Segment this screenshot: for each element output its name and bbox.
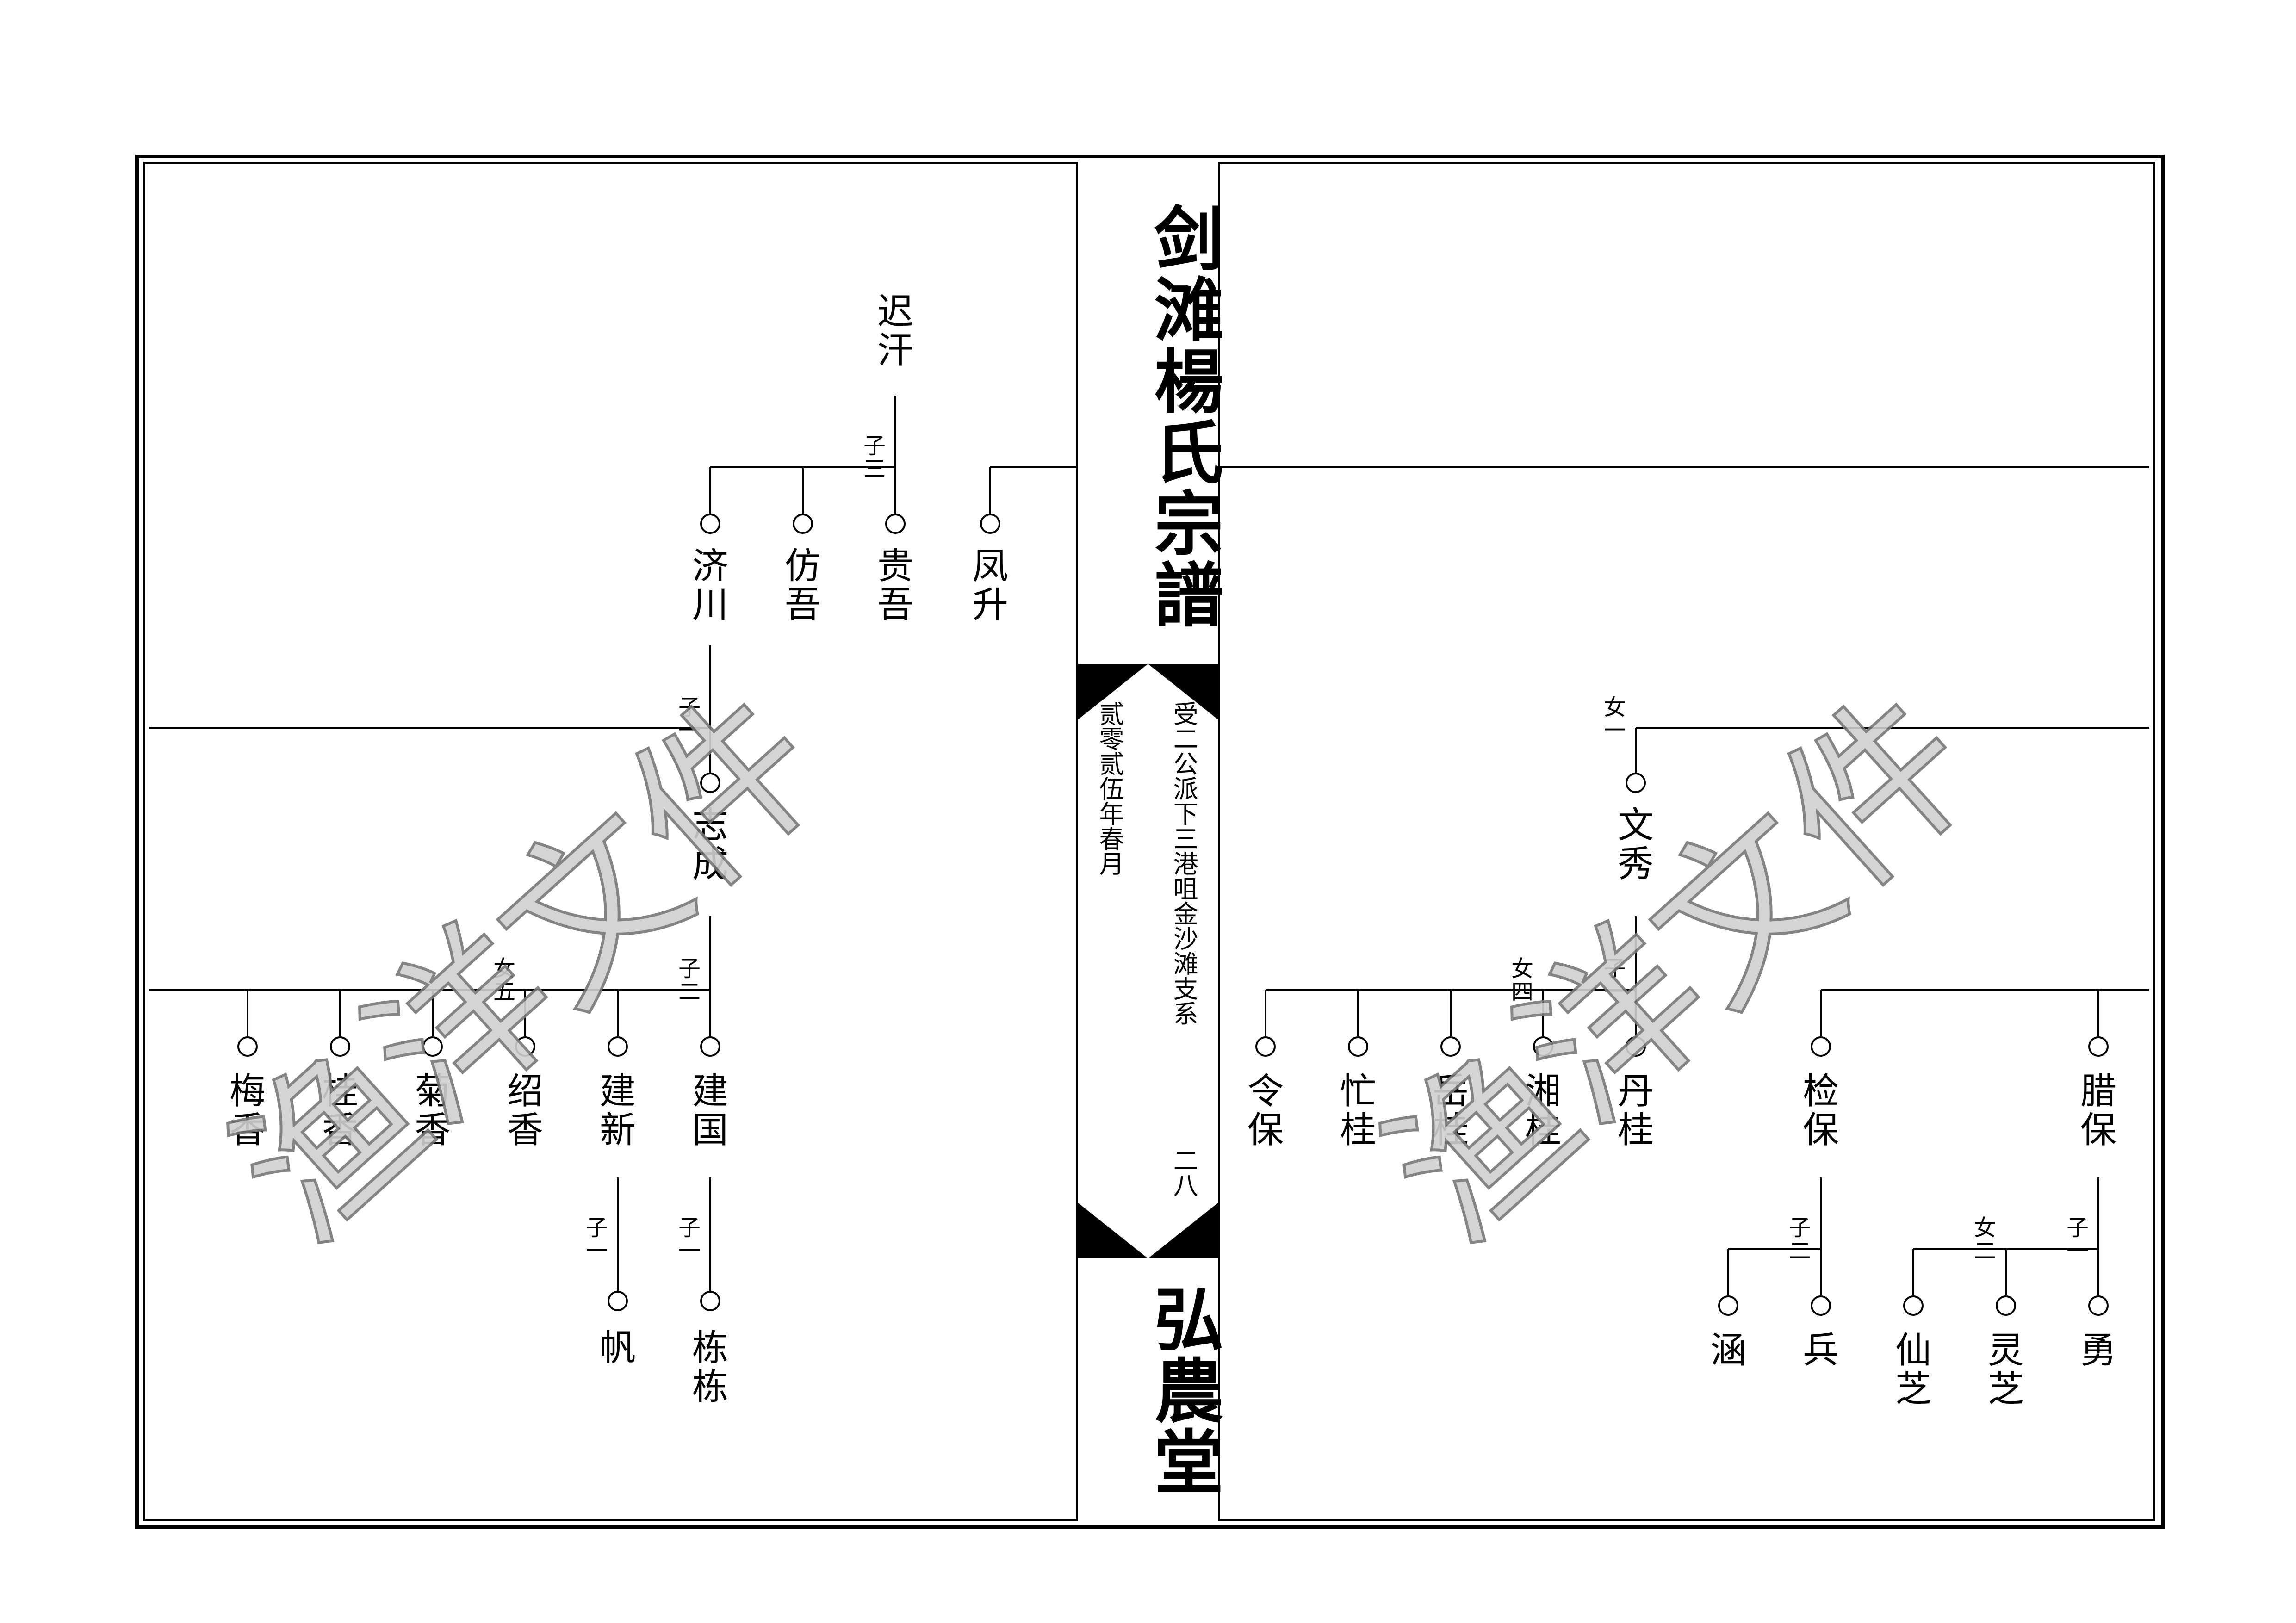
rel-jichuan-son: 子一	[678, 694, 701, 743]
name-zhicheng: 志成	[692, 805, 728, 885]
spine-hall-name: 弘農堂	[1142, 1283, 1224, 1497]
outer-border	[135, 155, 2165, 1529]
rel-wenxiu-daughters: 女四	[1511, 956, 1533, 1005]
name-jianxin: 建新	[600, 1071, 636, 1151]
node-meixiang	[237, 1036, 258, 1057]
name-xianggui: 湘桂	[1525, 1071, 1561, 1151]
rel-jianbao-sons: 子二	[1789, 1215, 1811, 1264]
name-juxiang: 菊香	[415, 1071, 451, 1151]
node-bing	[1811, 1295, 1831, 1316]
node-dongdong	[700, 1291, 720, 1311]
node-zhicheng	[700, 773, 720, 793]
node-yuegui	[1440, 1036, 1461, 1057]
node-shaoxiang	[515, 1036, 535, 1057]
spine-page-number: 二八	[1169, 1147, 1198, 1197]
node-fangwu	[793, 514, 813, 534]
node-fan	[608, 1291, 628, 1311]
node-guixiang	[330, 1036, 350, 1057]
name-shaoxiang: 绍香	[507, 1071, 543, 1151]
node-jianguo	[700, 1036, 720, 1057]
node-guiwu	[885, 514, 906, 534]
node-xianzhi	[1903, 1295, 1924, 1316]
name-manggui: 忙桂	[1340, 1071, 1376, 1151]
name-meixiang: 梅香	[230, 1071, 266, 1151]
name-yuegui: 岳桂	[1433, 1071, 1469, 1151]
name-guixiang: 桂香	[322, 1071, 358, 1151]
node-lingbao	[1255, 1036, 1276, 1057]
node-lingzhi	[1996, 1295, 2016, 1316]
node-juxiang	[422, 1036, 443, 1057]
node-jianxin	[608, 1036, 628, 1057]
name-lingbao: 令保	[1247, 1071, 1284, 1151]
rel-wenxiu-son: 子一	[1604, 956, 1626, 1005]
spine-title: 剑滩楊氏宗譜	[1142, 203, 1224, 630]
name-fangwu: 仿吾	[785, 545, 821, 626]
rel-labao-son: 子一	[2066, 1215, 2089, 1264]
rel-zhicheng-sons: 子二	[678, 956, 701, 1005]
node-han	[1718, 1295, 1738, 1316]
spine-divider-top	[1078, 664, 1218, 719]
name-lingzhi: 灵芝	[1988, 1330, 2024, 1410]
name-guiwu: 贵吾	[877, 545, 913, 626]
node-manggui	[1348, 1036, 1368, 1057]
name-han: 涵	[1710, 1330, 1746, 1371]
rel-labao-daughters: 女二	[1974, 1215, 1996, 1264]
name-wenxiu: 文秀	[1618, 805, 1654, 885]
name-dangui: 丹桂	[1618, 1071, 1654, 1151]
name-jianguo: 建国	[692, 1071, 728, 1151]
spine-date: 贰零贰伍年春月	[1095, 701, 1124, 876]
rel-top-daughter: 女一	[1604, 694, 1626, 743]
name-jianbao: 检保	[1803, 1071, 1839, 1151]
rel-jianguo-son: 子一	[678, 1215, 701, 1264]
name-fengsheng: 凤升	[972, 545, 1008, 626]
book-spine: 剑滩楊氏宗譜 受二公派下三港咀金沙滩支系 贰零贰伍年春月 二八 弘農堂	[1076, 162, 1224, 1521]
node-wenxiu	[1626, 773, 1646, 793]
spine-lineage: 受二公派下三港咀金沙滩支系	[1169, 701, 1198, 1026]
name-dongdong: 栋栋	[692, 1327, 728, 1408]
name-fan: 帆	[600, 1327, 636, 1369]
node-labao	[2088, 1036, 2109, 1057]
node-fengsheng	[980, 514, 1000, 534]
spine-divider-bottom	[1078, 1203, 1218, 1258]
rel-chigan-sons: 子三	[863, 433, 886, 482]
rel-jianxin-son: 子一	[586, 1215, 608, 1264]
name-bing: 兵	[1803, 1330, 1839, 1371]
name-chigan: 迟汗	[877, 291, 913, 372]
node-dangui	[1626, 1036, 1646, 1057]
node-yong	[2088, 1295, 2109, 1316]
node-jichuan	[700, 514, 720, 534]
node-jianbao	[1811, 1036, 1831, 1057]
name-xianzhi: 仙芝	[1895, 1330, 1931, 1410]
name-jichuan: 济川	[692, 545, 728, 626]
rel-zhicheng-daughters: 女五	[493, 956, 515, 1005]
name-yong: 勇	[2080, 1330, 2116, 1371]
name-labao: 腊保	[2080, 1071, 2116, 1151]
node-xianggui	[1533, 1036, 1553, 1057]
